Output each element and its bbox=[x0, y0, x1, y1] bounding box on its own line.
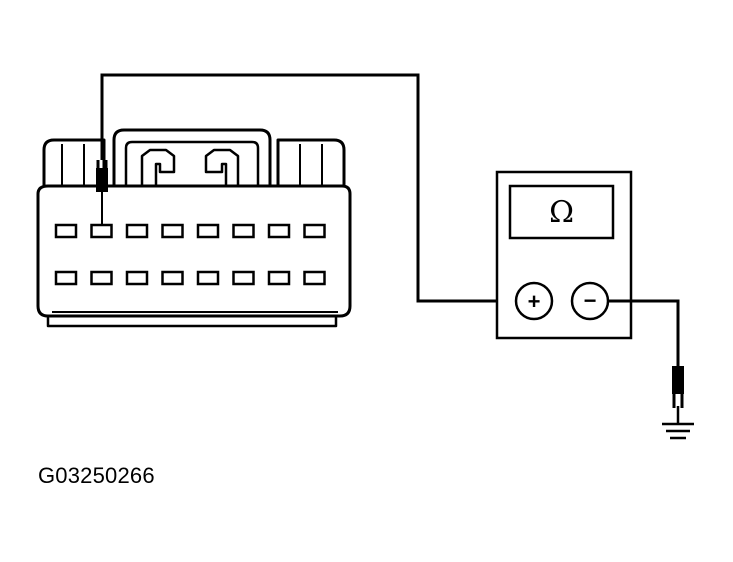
connector-pin-cavity bbox=[303, 270, 326, 286]
connector-right-bump bbox=[276, 138, 346, 186]
connector-pin-cavity bbox=[90, 270, 113, 286]
probe-ground bbox=[672, 366, 684, 424]
connector-pin-cavity bbox=[125, 223, 149, 239]
connector-pin-cavity bbox=[232, 223, 255, 239]
connector-pin-cavity bbox=[161, 270, 184, 286]
ground-icon bbox=[662, 422, 694, 440]
figure-id-label: G03250266 bbox=[38, 463, 155, 488]
connector-latch-inner bbox=[124, 140, 260, 186]
ohm-symbol: Ω bbox=[549, 195, 574, 230]
connector-pin-cavity bbox=[267, 270, 291, 286]
connector-pins bbox=[54, 223, 326, 286]
connector-pin-cavity bbox=[125, 270, 149, 286]
connector-pin-cavity bbox=[90, 223, 113, 239]
connector-pin-cavity bbox=[161, 223, 184, 239]
connector-pin-cavity bbox=[232, 270, 255, 286]
connector-latch-housing bbox=[112, 128, 272, 186]
ohmmeter: Ω + − bbox=[495, 170, 633, 340]
connector-pin-cavity bbox=[54, 223, 78, 239]
positive-terminal bbox=[514, 281, 554, 321]
probe-connector bbox=[96, 160, 108, 224]
connector-pin-cavity bbox=[267, 223, 291, 239]
wire-negative bbox=[608, 299, 680, 368]
connector-pin-cavity bbox=[303, 223, 326, 239]
connector-body bbox=[36, 184, 352, 318]
wire-positive bbox=[100, 73, 510, 303]
connector-pin-cavity bbox=[196, 270, 220, 286]
connector-left-bump bbox=[42, 138, 106, 186]
connector-clip-right bbox=[204, 148, 240, 188]
connector-pin-cavity bbox=[54, 270, 78, 286]
meter-display bbox=[508, 184, 615, 240]
negative-terminal-label: − bbox=[584, 288, 597, 313]
connector bbox=[36, 128, 352, 328]
connector-clip-left bbox=[140, 148, 176, 186]
connector-pin-cavity bbox=[196, 223, 220, 239]
positive-terminal-label: + bbox=[528, 289, 541, 314]
